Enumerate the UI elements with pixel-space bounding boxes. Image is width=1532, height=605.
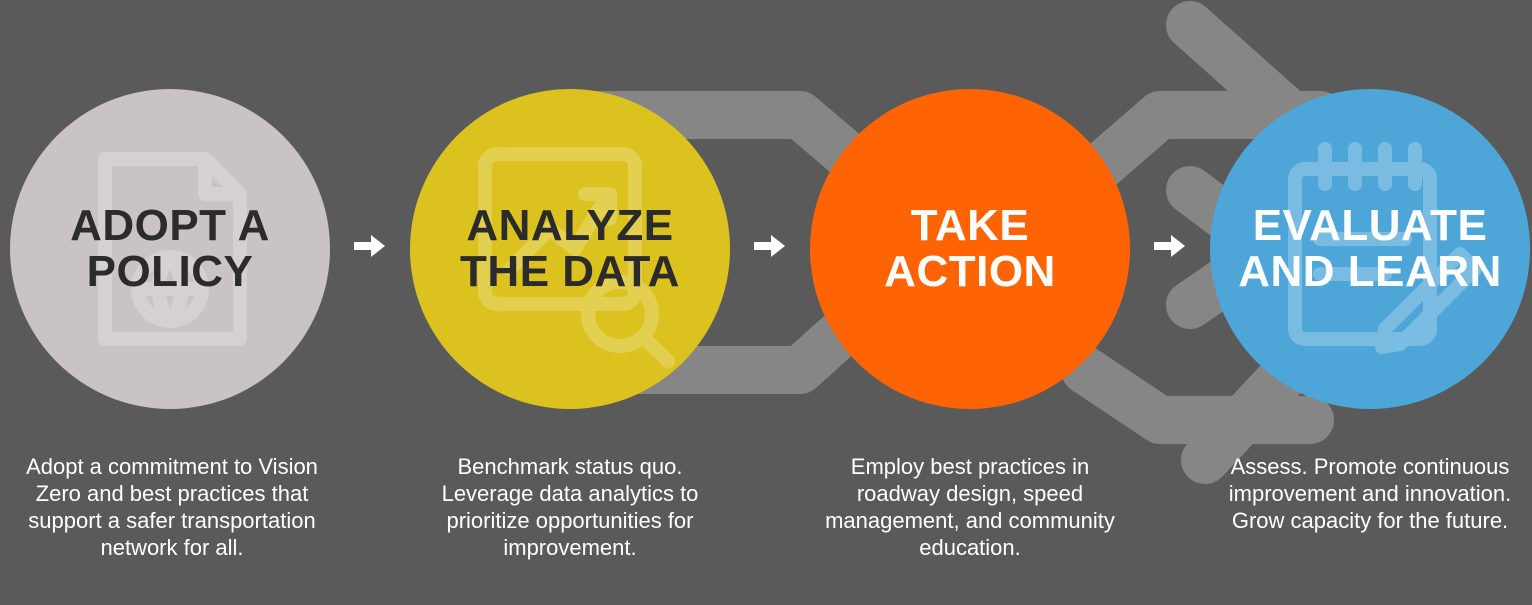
step-take-action-circle: TAKE ACTION [810, 89, 1130, 409]
step-title-line: TAKE [910, 201, 1030, 250]
step-title-line: AND LEARN [1238, 247, 1502, 296]
step-title-line: EVALUATE [1252, 201, 1488, 250]
step-title-line: THE DATA [460, 247, 680, 296]
step-evaluate-learn-circle: EVALUATE AND LEARN [1210, 89, 1530, 409]
arrow-right-icon [1154, 235, 1185, 257]
chart-magnifier-icon [478, 147, 675, 368]
step-take-action-title: TAKE ACTION [810, 89, 1130, 409]
step-adopt-policy-description: Adopt a commitment to Vision Zero and be… [26, 454, 318, 560]
step-analyze-data-description: Benchmark status quo. Leverage data anal… [441, 454, 699, 560]
step-analyze-data-circle: ANALYZE THE DATA [410, 89, 730, 409]
step-title-line: ACTION [884, 247, 1056, 296]
step-take-action-description: Employ best practices in roadway design,… [825, 454, 1115, 560]
step-title-line: ADOPT A [70, 201, 270, 250]
step-adopt-policy-title: ADOPT A POLICY [10, 89, 330, 409]
step-evaluate-learn-description: Assess. Promote continuous improvement a… [1228, 454, 1512, 533]
arrow-right-icon [354, 235, 385, 257]
step-title-line: ANALYZE [466, 201, 674, 250]
policy-document-globe-icon [98, 152, 247, 346]
step-evaluate-learn-title: EVALUATE AND LEARN [1210, 89, 1530, 409]
notepad-pencil-icon [1288, 142, 1482, 354]
step-title-line: POLICY [86, 247, 254, 296]
step-adopt-policy-circle: ADOPT A POLICY [10, 89, 330, 409]
step-analyze-data-title: ANALYZE THE DATA [410, 89, 730, 409]
arrow-right-icon [754, 235, 785, 257]
